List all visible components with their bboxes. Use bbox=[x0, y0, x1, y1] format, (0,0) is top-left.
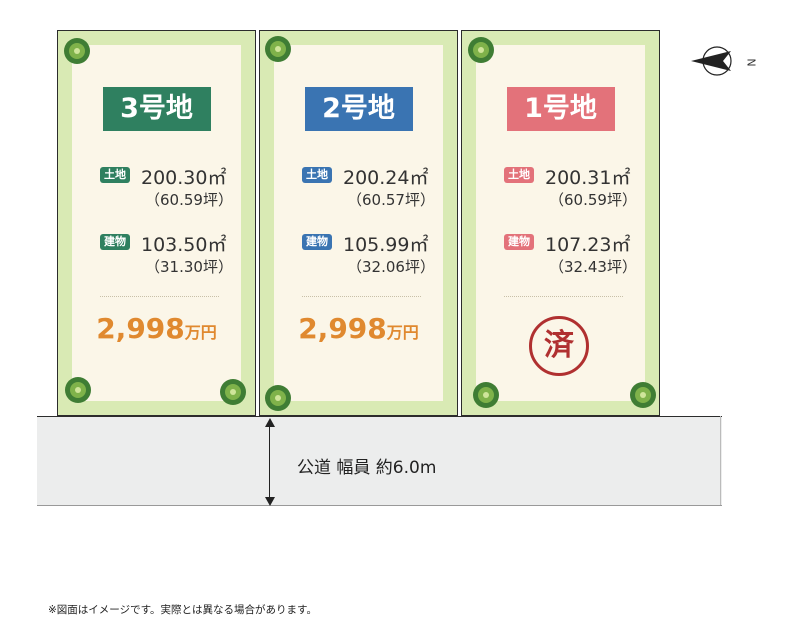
building-tsubo: （32.06坪） bbox=[347, 258, 435, 276]
land-area: 200.30㎡ bbox=[141, 167, 227, 189]
lot-1-title: 1号地 bbox=[506, 87, 615, 131]
tree-icon bbox=[473, 382, 499, 408]
tree-icon bbox=[468, 37, 494, 63]
tree-icon bbox=[65, 377, 91, 403]
lot-3-title: 3号地 bbox=[102, 87, 211, 131]
lot-3-inner: 3号地 土地 200.30㎡ （60.59坪） 建物 103.50㎡ （31.3… bbox=[72, 45, 241, 401]
land-badge: 土地 bbox=[302, 167, 332, 183]
tree-icon bbox=[630, 382, 656, 408]
building-badge: 建物 bbox=[504, 234, 534, 250]
compass-label: N bbox=[744, 58, 758, 67]
divider bbox=[100, 296, 219, 297]
land-badge: 土地 bbox=[100, 167, 130, 183]
lot-1: 1号地 土地 200.31㎡ （60.59坪） 建物 107.23㎡ （32.4… bbox=[461, 30, 660, 416]
lot-2: 2号地 土地 200.24㎡ （60.57坪） 建物 105.99㎡ （32.0… bbox=[259, 30, 458, 416]
lot-1-inner: 1号地 土地 200.31㎡ （60.59坪） 建物 107.23㎡ （32.4… bbox=[476, 45, 645, 401]
price: 2,998万円 bbox=[72, 312, 241, 345]
width-arrow bbox=[269, 420, 270, 502]
tree-icon bbox=[64, 38, 90, 64]
land-tsubo: （60.59坪） bbox=[145, 191, 233, 209]
lot-2-title: 2号地 bbox=[304, 87, 413, 131]
building-area: 105.99㎡ bbox=[343, 234, 429, 256]
divider bbox=[504, 296, 623, 297]
compass-icon bbox=[691, 46, 732, 76]
building-badge: 建物 bbox=[302, 234, 332, 250]
lot-3: 3号地 土地 200.30㎡ （60.59坪） 建物 103.50㎡ （31.3… bbox=[57, 30, 256, 416]
road bbox=[37, 416, 722, 506]
price: 2,998万円 bbox=[274, 312, 443, 345]
building-area: 107.23㎡ bbox=[545, 234, 631, 256]
price-unit: 万円 bbox=[184, 323, 217, 342]
road-bottom-line bbox=[37, 505, 722, 506]
land-area: 200.24㎡ bbox=[343, 167, 429, 189]
sold-stamp: 済 bbox=[529, 316, 589, 376]
arrow-heads-icon bbox=[265, 418, 275, 506]
tree-icon bbox=[265, 385, 291, 411]
divider bbox=[302, 296, 421, 297]
land-area: 200.31㎡ bbox=[545, 167, 631, 189]
lot-2-inner: 2号地 土地 200.24㎡ （60.57坪） 建物 105.99㎡ （32.0… bbox=[274, 45, 443, 401]
building-tsubo: （31.30坪） bbox=[145, 258, 233, 276]
price-number: 2,998 bbox=[96, 312, 185, 345]
tree-icon bbox=[265, 36, 291, 62]
building-area: 103.50㎡ bbox=[141, 234, 227, 256]
land-tsubo: （60.57坪） bbox=[347, 191, 435, 209]
tree-icon bbox=[220, 379, 246, 405]
building-badge: 建物 bbox=[100, 234, 130, 250]
land-tsubo: （60.59坪） bbox=[549, 191, 637, 209]
road-label: 公道 幅員 約6.0m bbox=[297, 458, 437, 478]
road-edge bbox=[720, 416, 721, 505]
price-unit: 万円 bbox=[386, 323, 419, 342]
land-badge: 土地 bbox=[504, 167, 534, 183]
footnote: ※図面はイメージです。実際とは異なる場合があります。 bbox=[48, 604, 317, 616]
building-tsubo: （32.43坪） bbox=[549, 258, 637, 276]
price-number: 2,998 bbox=[298, 312, 387, 345]
